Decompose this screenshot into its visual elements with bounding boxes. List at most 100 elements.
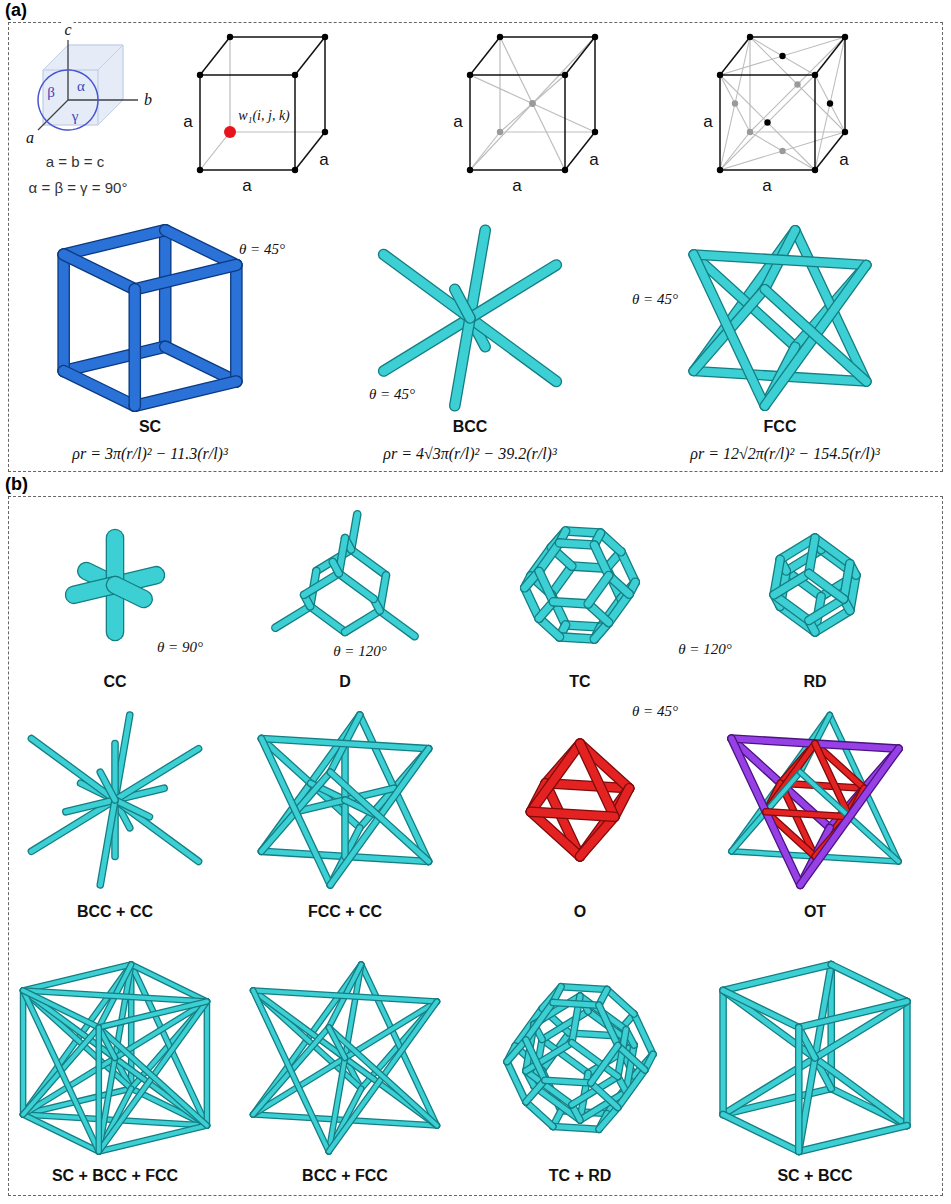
cell-name: OT — [802, 903, 828, 921]
strut-outline — [99, 1027, 207, 1125]
strut-outline — [580, 817, 614, 857]
strut — [64, 255, 135, 290]
strut-outline — [64, 347, 166, 371]
lattice-point — [747, 34, 753, 40]
lattice-point — [467, 72, 473, 78]
strut-outline — [800, 749, 898, 885]
strut-outline — [455, 289, 470, 318]
strut — [23, 990, 99, 1027]
strut — [526, 1040, 545, 1080]
cell-edge — [815, 37, 845, 75]
strut-outline — [261, 739, 330, 885]
strut-outline — [115, 749, 199, 800]
cell-edge — [750, 36, 845, 38]
dimension-label: a — [317, 150, 330, 170]
cell-edge — [230, 131, 325, 132]
strut — [551, 566, 571, 594]
cell-name: BCC + FCC — [300, 1167, 390, 1185]
strut — [261, 739, 428, 749]
strut — [310, 606, 345, 632]
strut — [329, 1002, 437, 1152]
lattice-point — [842, 129, 848, 135]
lattice-point — [322, 34, 328, 40]
panel-frame: (b) — [8, 496, 943, 1196]
cell-edge — [814, 75, 816, 170]
strut-outline — [799, 1126, 907, 1152]
strut-outline — [470, 265, 556, 318]
strut — [99, 1027, 207, 1125]
strut-outline — [345, 611, 380, 632]
cc-lattice — [74, 538, 156, 632]
strut-outline — [253, 990, 437, 1001]
cell-face — [98, 45, 123, 125]
strut-outline — [545, 1080, 591, 1083]
strut — [330, 749, 428, 885]
strut-outline — [23, 990, 207, 1001]
cell-edge — [470, 37, 500, 75]
strut — [526, 1002, 553, 1039]
strut — [723, 990, 799, 1027]
strut-outline — [351, 550, 386, 576]
dimension-label: a — [837, 150, 850, 170]
strut-outline — [580, 744, 614, 817]
strut-outline — [341, 800, 349, 856]
fcc-lattice — [694, 230, 867, 406]
strut-outline — [380, 611, 415, 637]
strut-outline — [591, 1083, 618, 1108]
strut — [545, 1080, 591, 1083]
cell-edge — [750, 131, 845, 132]
strut-outline — [99, 1002, 207, 1152]
strut — [470, 318, 556, 381]
strut-angle: θ = 90° — [155, 639, 205, 656]
axis-label: c — [62, 21, 73, 39]
angle-label: α — [75, 78, 87, 95]
strut-outline — [135, 265, 237, 289]
strut-outline — [115, 800, 149, 817]
cell-edge — [750, 132, 815, 170]
cell-edge — [500, 37, 565, 170]
cell-edge — [500, 36, 595, 38]
strut — [275, 606, 310, 627]
strut — [64, 230, 166, 254]
dimension-label: a — [587, 150, 600, 170]
lattice-point — [322, 129, 328, 135]
strut — [329, 1027, 437, 1125]
dimension-label: a — [181, 112, 194, 132]
strut-outline — [765, 289, 867, 381]
strut-outline — [329, 1002, 437, 1152]
strut — [694, 255, 765, 406]
strut-outline — [526, 1002, 553, 1039]
tc-lattice — [525, 531, 636, 639]
cell-name: SC + BCC + FCC — [50, 1167, 180, 1185]
strut-outline — [719, 990, 727, 1114]
strut-outline — [831, 965, 907, 1002]
strut — [561, 987, 607, 990]
strut — [607, 990, 634, 1015]
lattice-point — [224, 126, 236, 138]
cell-edge — [500, 75, 565, 132]
lattice-point — [794, 81, 800, 87]
strut-outline — [539, 571, 553, 601]
cell-edge — [200, 169, 295, 171]
panel-letter: (a) — [4, 0, 28, 21]
strut — [23, 990, 99, 1151]
strut-outline — [694, 255, 867, 265]
strut-outline — [553, 1126, 599, 1129]
strut-outline — [23, 965, 131, 991]
strut-outline — [310, 606, 345, 632]
strut — [23, 965, 131, 991]
cell-edge — [565, 37, 595, 75]
cell-edge — [720, 169, 815, 171]
strut — [115, 715, 130, 800]
strut — [304, 573, 339, 594]
strut-outline — [526, 1080, 545, 1102]
strut-outline — [795, 1027, 803, 1151]
strut — [100, 772, 115, 800]
strut-outline — [526, 1071, 572, 1105]
strut — [531, 812, 615, 817]
strut-outline — [304, 573, 339, 594]
cell-edge — [815, 75, 845, 132]
strut — [205, 1002, 209, 1126]
dimension-label: a — [451, 112, 464, 132]
